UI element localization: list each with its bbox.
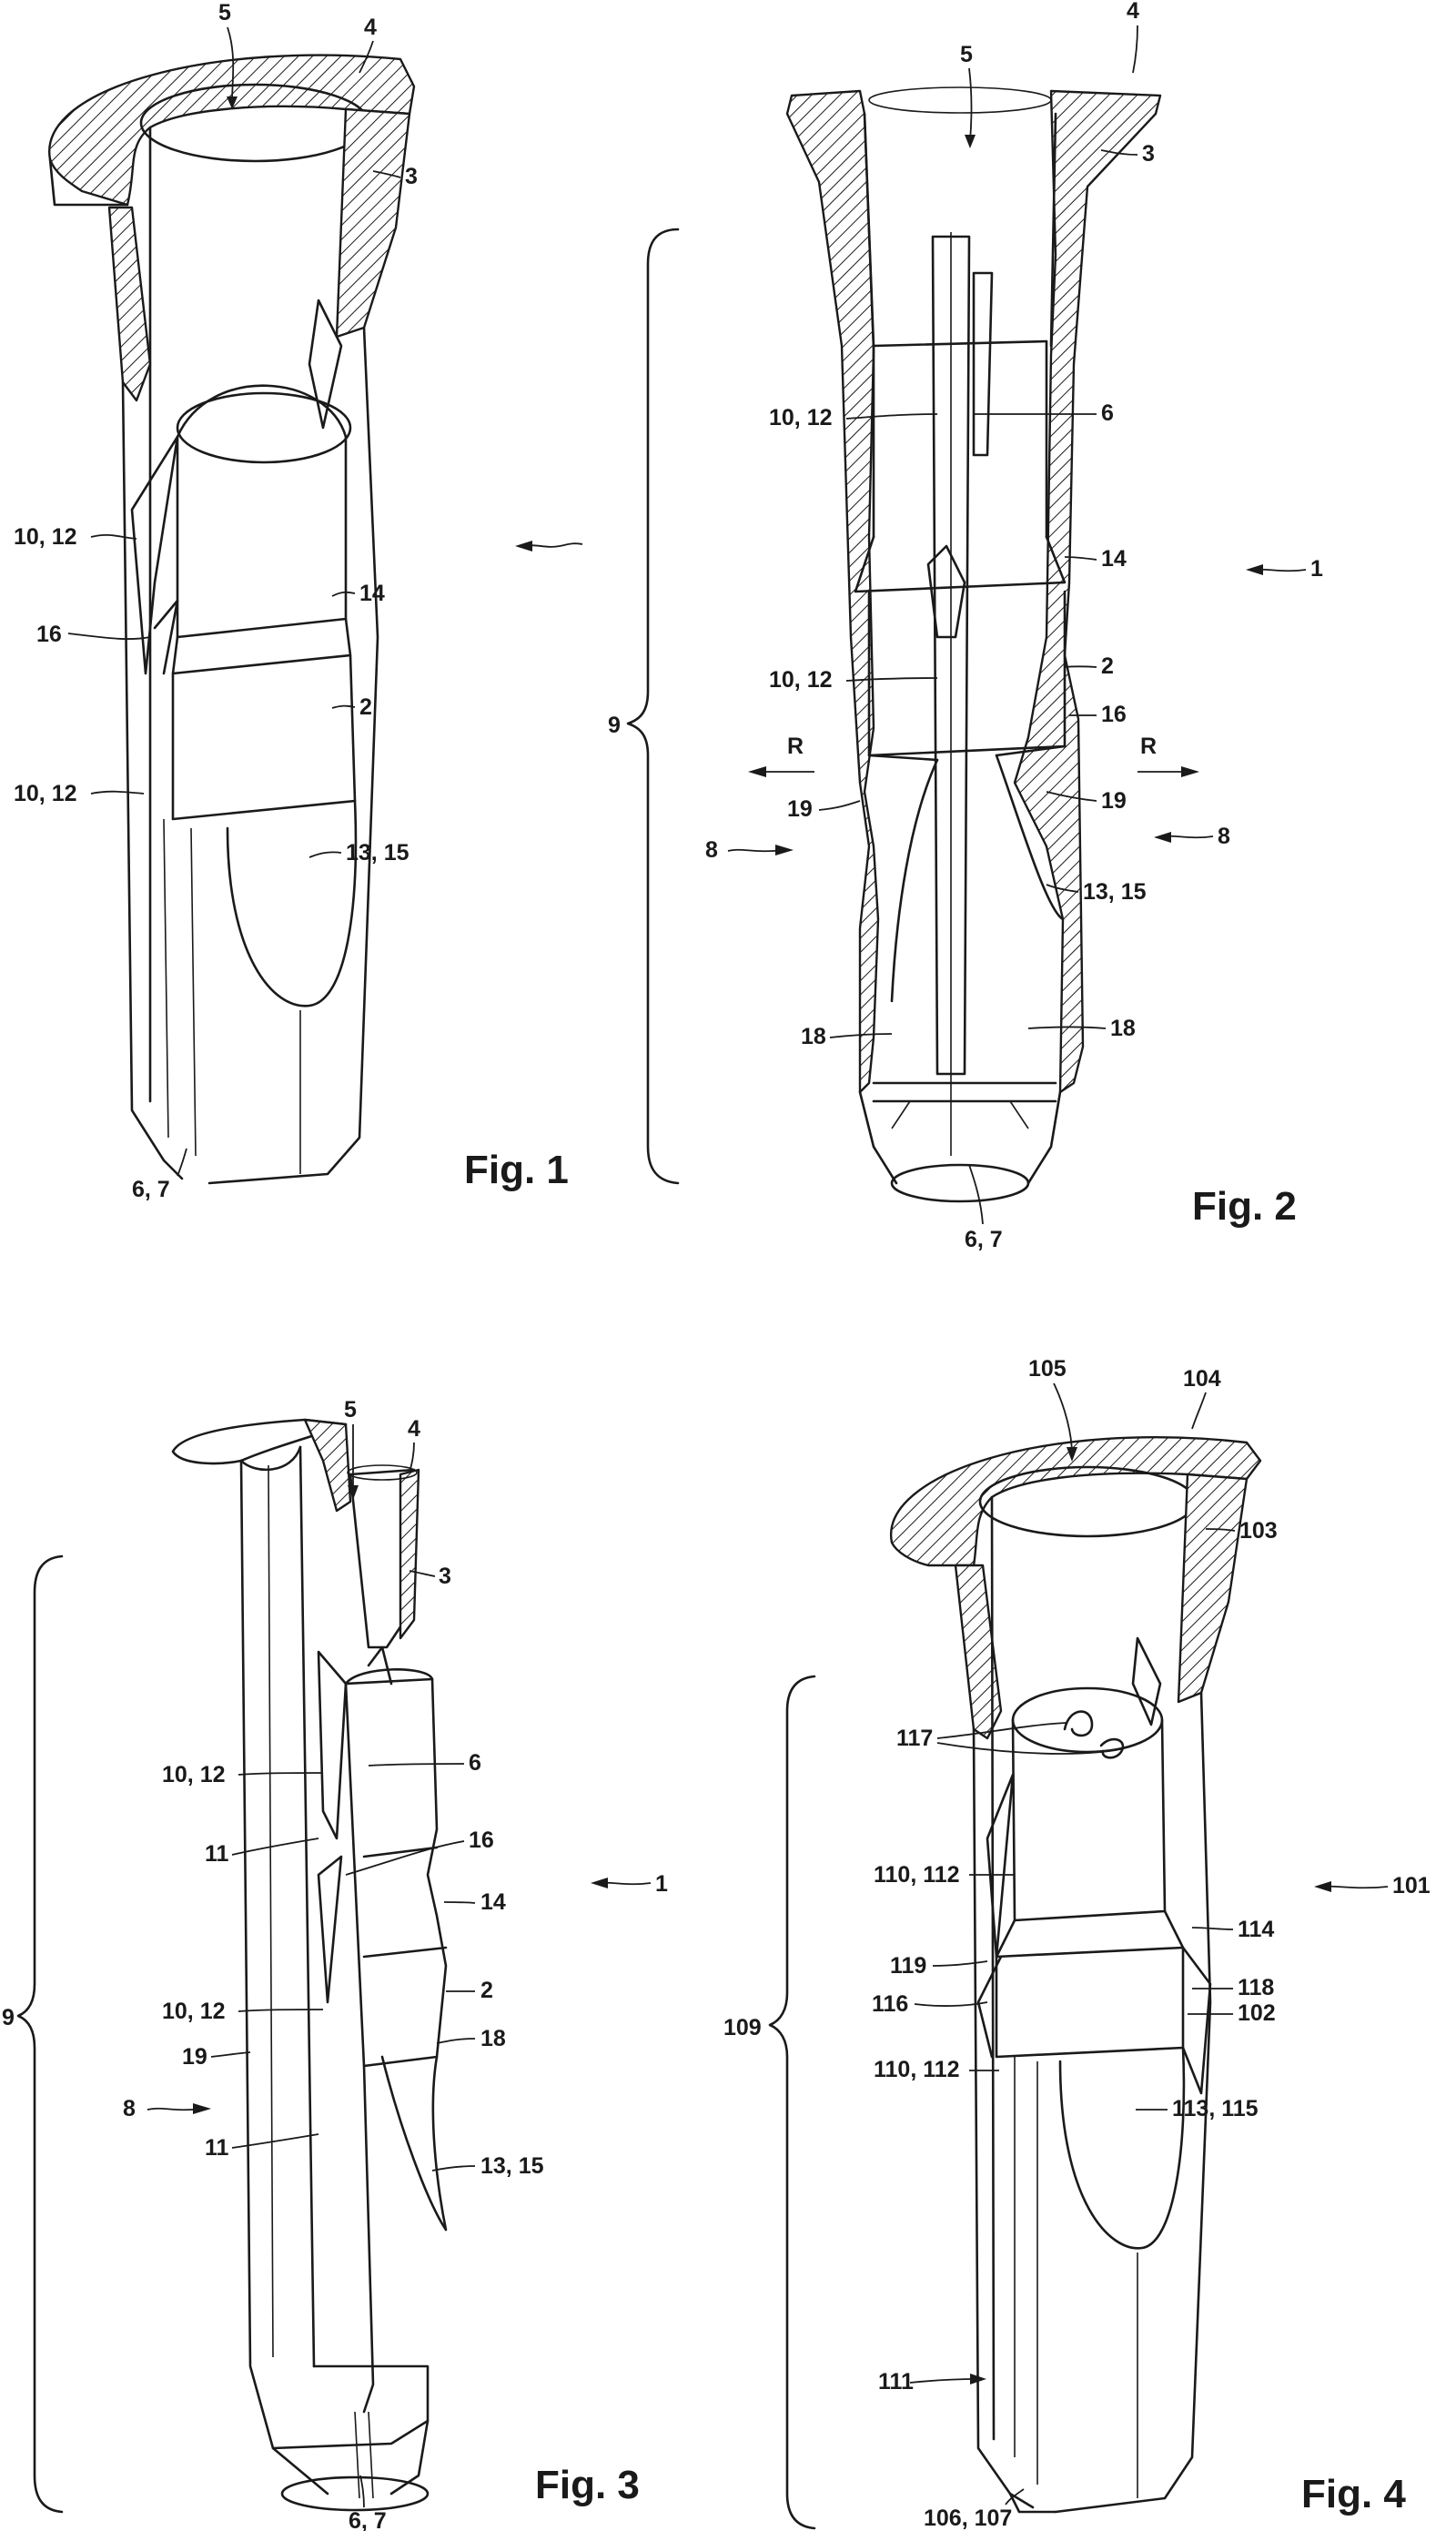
fig2-caption: Fig. 2 (1192, 1184, 1297, 1229)
fig1-label-6-7: 6, 7 (132, 1177, 170, 1202)
fig3-label-2: 2 (480, 1978, 493, 2003)
fig1-label-13-15: 13, 15 (346, 840, 410, 866)
fig3-label-11a: 11 (205, 1841, 229, 1867)
fig1-label-2: 2 (359, 694, 372, 720)
fig2-label-8-right: 8 (1218, 824, 1230, 849)
fig2-label-2: 2 (1101, 653, 1114, 679)
fig2-label-14: 14 (1101, 546, 1127, 572)
fig2-label-6-7: 6, 7 (965, 1227, 1003, 1252)
fig3-label-9: 9 (2, 2005, 15, 2030)
fig3-label-10-12a: 10, 12 (162, 1762, 226, 1787)
fig2-label-10-12a: 10, 12 (769, 405, 833, 430)
fig4-label-102: 102 (1238, 2000, 1276, 2026)
fig2-contact-drawing (785, 86, 1162, 1203)
fig4-label-114: 114 (1238, 1917, 1274, 1942)
fig3-label-6-7: 6, 7 (349, 2508, 387, 2531)
fig3-label-1: 1 (655, 1871, 668, 1897)
fig2-label-4: 4 (1127, 0, 1139, 24)
fig2-label-19-left: 19 (787, 796, 813, 822)
fig2-label-18-right: 18 (1110, 1016, 1136, 1041)
fig2-label-8-left: 8 (705, 837, 718, 863)
fig1-label-3: 3 (405, 164, 418, 189)
fig1-caption: Fig. 1 (464, 1148, 569, 1192)
fig3-brace-9 (16, 1554, 64, 2514)
fig3-label-11b: 11 (205, 2135, 229, 2161)
fig3-label-10-12b: 10, 12 (162, 1999, 226, 2024)
fig3-label-4: 4 (408, 1416, 420, 1442)
fig2-label-9: 9 (608, 713, 621, 738)
fig2-label-R-left: R (787, 734, 804, 759)
fig4-label-105: 105 (1028, 1356, 1067, 1382)
fig4-label-103: 103 (1239, 1518, 1278, 1544)
fig2-label-10-12b: 10, 12 (769, 667, 833, 693)
fig4-label-111: 111 (878, 2369, 914, 2394)
fig2-label-R-right: R (1140, 734, 1157, 759)
fig1-contact-drawing (48, 54, 416, 1185)
fig3-label-13-15: 13, 15 (480, 2153, 544, 2179)
fig4-brace-109 (768, 1675, 816, 2530)
fig1-label-14: 14 (359, 581, 385, 606)
fig1-label-5: 5 (218, 0, 231, 25)
fig3-caption: Fig. 3 (535, 2463, 640, 2507)
figure-2: 9 5 4 3 10, 12 6 14 1 10, 12 2 16 R R 19… (608, 0, 1323, 1252)
fig4-label-106-107: 106, 107 (924, 2506, 1012, 2531)
fig4-label-110-112a: 110, 112 (874, 1862, 960, 1888)
fig3-label-18: 18 (480, 2026, 506, 2051)
fig2-label-1: 1 (1310, 556, 1323, 582)
fig2-label-3: 3 (1142, 141, 1155, 167)
fig3-label-3: 3 (439, 1564, 451, 1589)
fig3-label-6: 6 (469, 1750, 481, 1776)
fig1-label-16: 16 (36, 622, 62, 647)
fig4-label-117: 117 (896, 1726, 933, 1751)
fig4-label-110-112b: 110, 112 (874, 2057, 960, 2082)
fig2-label-19-right: 19 (1101, 788, 1127, 814)
fig3-label-5: 5 (344, 1397, 357, 1422)
fig4-contact-drawing (889, 1436, 1262, 2514)
figure-4: 109 105 104 103 117 110, 112 101 114 119… (723, 1356, 1431, 2531)
fig1-label-10-12b: 10, 12 (14, 781, 77, 806)
fig2-label-18-left: 18 (801, 1024, 826, 1049)
fig4-label-116: 116 (872, 1991, 908, 2017)
figure-1: 5 4 3 10, 12 16 14 2 10, 12 13, 15 6, 7 … (14, 0, 583, 1202)
fig4-label-109: 109 (723, 2015, 762, 2040)
fig2-label-5: 5 (960, 42, 973, 67)
fig3-contact-drawing (171, 1418, 448, 2512)
fig1-label-4: 4 (364, 15, 377, 40)
fig3-label-16: 16 (469, 1827, 494, 1853)
fig3-label-19: 19 (182, 2044, 207, 2070)
fig4-label-113-115: 113, 115 (1172, 2096, 1259, 2121)
fig3-label-8: 8 (123, 2096, 136, 2121)
fig1-label-10-12a: 10, 12 (14, 524, 77, 550)
fig2-label-16: 16 (1101, 702, 1127, 727)
fig4-label-101: 101 (1392, 1873, 1431, 1898)
fig2-label-13-15: 13, 15 (1083, 879, 1147, 905)
fig3-label-14: 14 (480, 1889, 506, 1915)
fig2-brace-9 (626, 228, 680, 1185)
fig4-caption: Fig. 4 (1301, 2472, 1406, 2516)
fig2-label-6: 6 (1101, 400, 1114, 426)
fig4-label-104: 104 (1183, 1366, 1221, 1392)
fig4-label-119: 119 (890, 1953, 926, 1979)
fig4-label-118: 118 (1238, 1975, 1274, 2000)
figure-3: 9 5 4 3 10, 12 6 11 16 1 14 10, 12 2 18 … (2, 1397, 668, 2531)
